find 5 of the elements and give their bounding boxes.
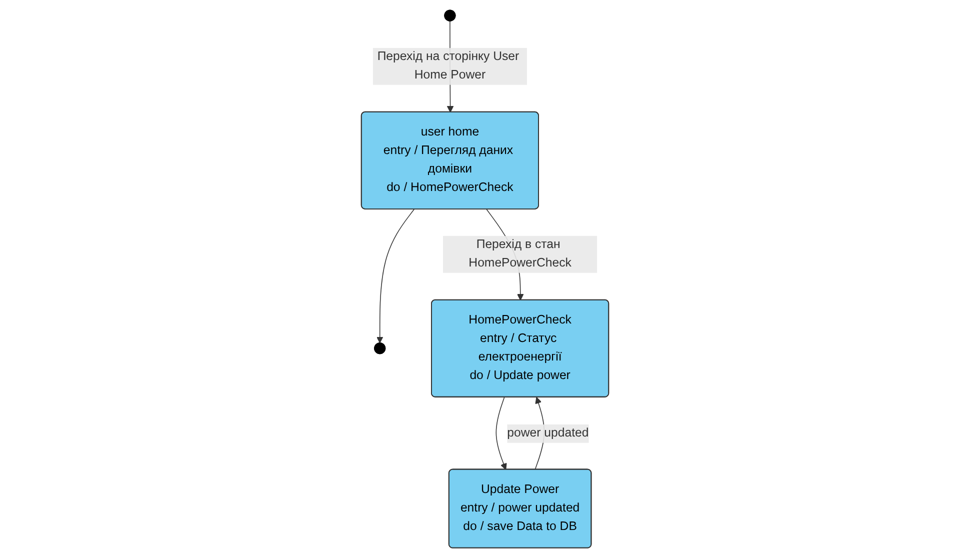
edge-label: power updated (507, 426, 589, 440)
arrow (496, 396, 507, 470)
edge-label: Перехід в стан HomePowerCheck (468, 238, 572, 270)
arrow (376, 208, 415, 344)
edge-label: Перехід на сторінку User Home Power (377, 50, 520, 82)
